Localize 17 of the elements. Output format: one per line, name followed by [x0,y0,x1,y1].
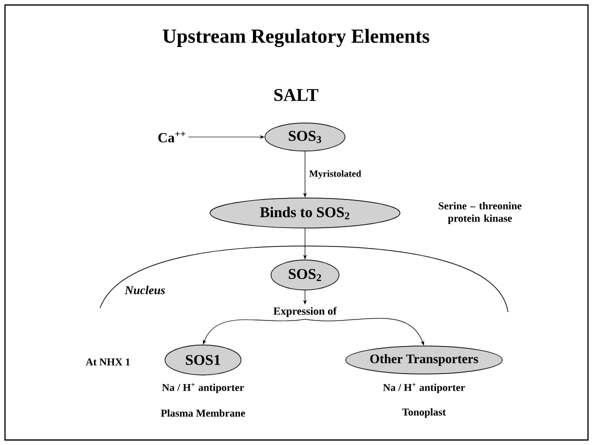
slide-title: Upstream Regulatory Elements [162,28,430,48]
note-text: Serine – threonine protein kinase [438,202,522,224]
note-text: At NHX 1 [86,358,130,366]
node-text: Ca$^{++}$ [158,132,186,142]
oval-node: SOS1 [164,344,242,376]
node-text: Expression of [273,306,337,317]
region-label: Nucleus [124,286,165,294]
oval-node: SOS$_{3}$ [264,122,346,152]
note-text: Na / H$^{+}$ antiporter [162,382,244,394]
oval-node: Other Transporters [345,346,503,374]
heading-text: SALT [274,88,318,102]
oval-node: SOS$_{2}$ [270,260,340,290]
note-text: Na / H$^{+}$ antiporter [383,382,465,394]
note-text: Plasma Membrane [160,409,245,417]
edge-label: Myristolated [309,170,362,179]
oval-node: Binds to SOS$_{2}$ [210,198,400,228]
note-text: Tonoplast [402,408,446,418]
